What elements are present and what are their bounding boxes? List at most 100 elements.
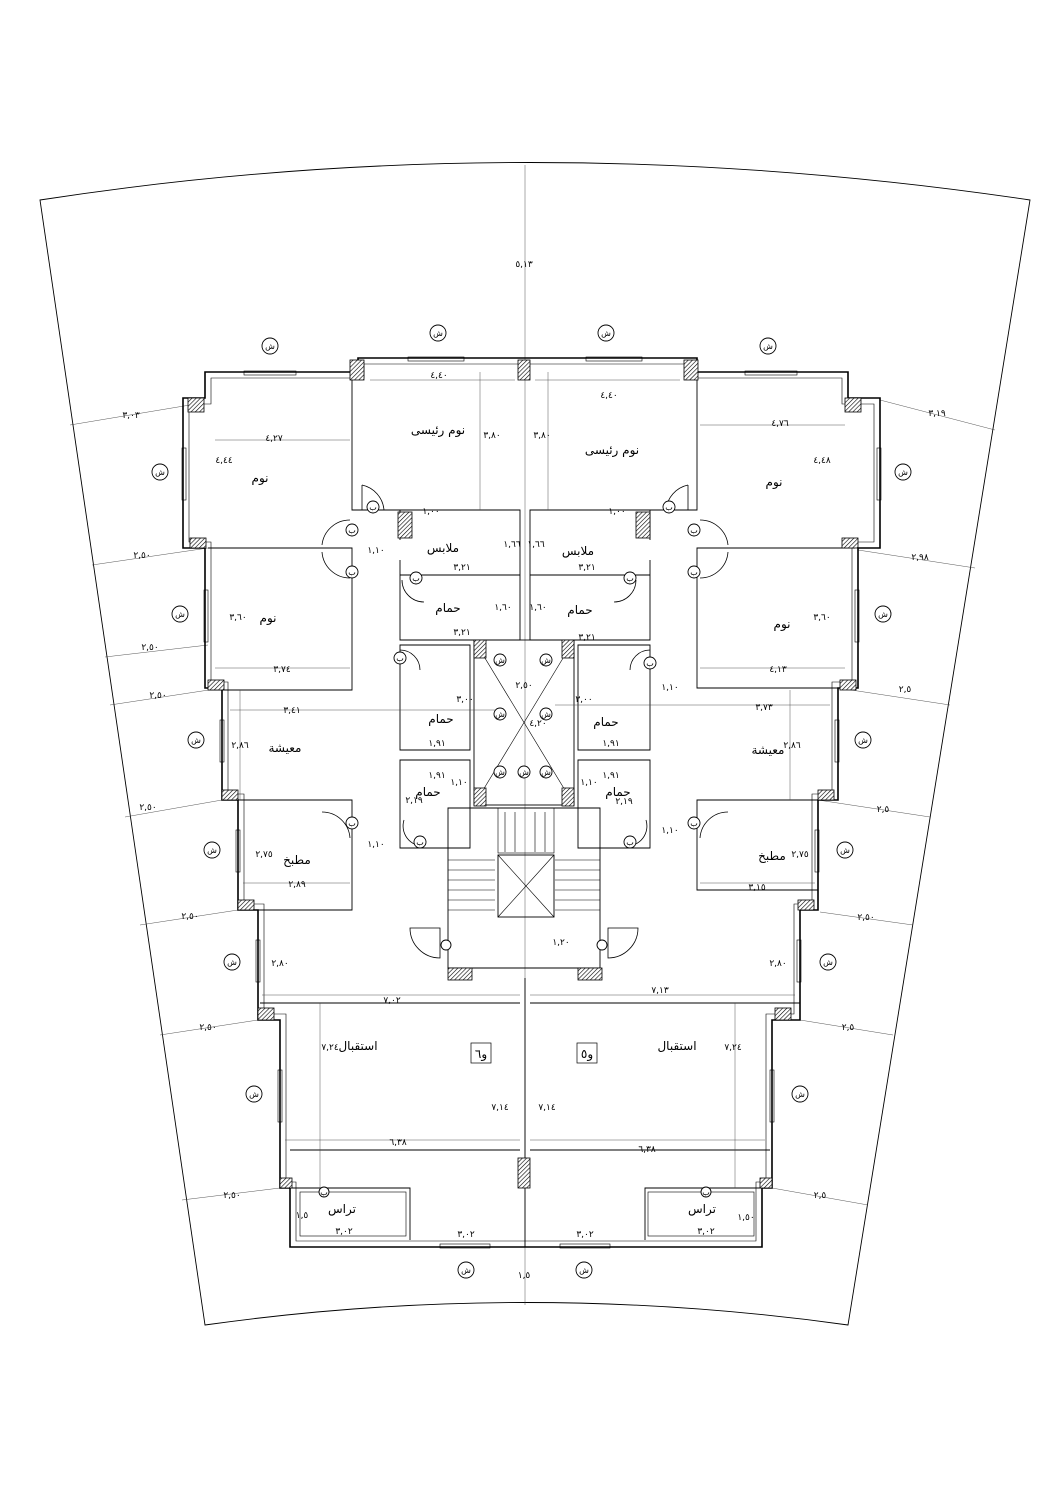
svg-text:٣,٢١: ٣,٢١ [453, 628, 470, 638]
svg-text:١,٩١: ١,٩١ [428, 771, 445, 781]
svg-text:ش: ش [495, 768, 505, 777]
svg-text:٣,٠٣: ٣,٠٣ [122, 411, 140, 421]
svg-text:٢,٥٠: ٢,٥٠ [141, 643, 158, 653]
doors [321, 484, 729, 959]
svg-text:٧,١٣: ٧,١٣ [651, 986, 669, 996]
svg-text:١,٩١: ١,٩١ [428, 739, 445, 749]
svg-text:ش: ش [840, 846, 850, 855]
svg-text:٢,٥٠: ٢,٥٠ [181, 912, 198, 922]
svg-text:٣,٢١: ٣,٢١ [453, 563, 470, 573]
svg-text:ب: ب [348, 526, 356, 535]
svg-text:ش: ش [795, 1090, 805, 1099]
interior-walls-right [529, 372, 855, 1240]
svg-text:٣,٦٠: ٣,٦٠ [229, 613, 246, 623]
svg-text:٢,٥٠: ٢,٥٠ [149, 691, 166, 701]
svg-text:٤,١٣: ٤,١٣ [769, 665, 787, 675]
svg-text:ب: ب [412, 574, 420, 583]
svg-text:ش: ش [541, 710, 551, 719]
svg-text:٢,١٩: ٢,١٩ [405, 796, 423, 806]
room-kitchen-right: مطبخ [758, 849, 786, 863]
svg-text:٣,٠٠: ٣,٠٠ [456, 695, 473, 705]
building-outline-right [525, 357, 881, 1248]
svg-text:٢,٧٥: ٢,٧٥ [791, 850, 809, 860]
door-tags [318, 500, 712, 1198]
svg-text:ش: ش [579, 1266, 589, 1275]
svg-text:ش: ش [823, 958, 833, 967]
svg-text:١,٥: ١,٥ [296, 1211, 309, 1221]
svg-text:ش: ش [519, 768, 529, 777]
svg-text:ب: ب [396, 654, 404, 663]
svg-text:٧,١٤: ٧,١٤ [538, 1103, 556, 1113]
room-bath3-left: حمام [415, 785, 440, 799]
building-outline-left [182, 357, 525, 1248]
svg-text:٣,٠٢: ٣,٠٢ [697, 1227, 715, 1237]
svg-text:٢,٧٥: ٢,٧٥ [255, 850, 273, 860]
svg-text:٣,٨٠: ٣,٨٠ [483, 431, 500, 441]
room-master-bed-right: نوم رئيسى [585, 443, 639, 458]
svg-text:ش: ش [191, 736, 201, 745]
light-shaft [473, 639, 575, 806]
svg-text:٤,٤٠: ٤,٤٠ [430, 371, 447, 381]
room-bed-mid-left: نوم [260, 611, 277, 626]
room-bath2-right: حمام [593, 715, 618, 729]
svg-text:١,٠٠: ١,٠٠ [608, 507, 625, 517]
unit-label-left: و٦ [475, 1047, 487, 1062]
room-bed-mid-right: نوم [774, 617, 791, 632]
windows [181, 356, 882, 1249]
svg-text:٣,٠٢: ٣,٠٢ [457, 1230, 475, 1240]
room-master-bed-left: نوم رئيسى [411, 423, 465, 438]
svg-text:ش: ش [601, 329, 611, 338]
svg-text:٣,٢١: ٣,٢١ [578, 633, 595, 643]
svg-text:ب: ب [690, 526, 698, 535]
unit-box-right [576, 1042, 598, 1064]
side-lines-right [771, 399, 996, 1206]
svg-text:٧,٢٤: ٧,٢٤ [321, 1043, 339, 1053]
svg-text:٣,٠٠: ٣,٠٠ [575, 695, 592, 705]
room-living-right: معيشة [752, 743, 785, 757]
svg-text:٢,٥٠: ٢,٥٠ [515, 681, 532, 691]
svg-text:ش: ش [763, 342, 773, 351]
window-tags [151, 324, 912, 1279]
svg-text:٣,٠٢: ٣,٠٢ [335, 1227, 353, 1237]
svg-text:ب: ب [690, 568, 698, 577]
svg-text:٤,٤٨: ٤,٤٨ [813, 456, 831, 466]
room-bed-top-left: نوم [252, 471, 269, 486]
room-bath1-left: حمام [435, 601, 460, 615]
svg-text:ش: ش [265, 342, 275, 351]
svg-text:٣,٠٢: ٣,٠٢ [576, 1230, 594, 1240]
svg-text:ش: ش [249, 1090, 259, 1099]
svg-text:١,١٠: ١,١٠ [661, 826, 678, 836]
svg-text:١,١٠: ١,١٠ [580, 778, 597, 788]
dimension-labels: ٥,١٣ ١,٥ ٤,٤٠ ٤,٤٠ ٣,٨٠ ٣,٨٠ ٤,٢٧ ٤,٤٤ ٤… [122, 260, 946, 1281]
room-terrace-right: تراس [688, 1202, 716, 1217]
svg-text:٢,١٩: ٢,١٩ [615, 797, 633, 807]
svg-text:ش: ش [495, 656, 505, 665]
svg-text:٢,٥: ٢,٥ [814, 1191, 827, 1201]
svg-text:٥,١٣: ٥,١٣ [515, 260, 533, 270]
room-bath3-right: حمام [605, 785, 630, 799]
svg-text:ب: ب [320, 1188, 328, 1197]
svg-text:٧,١٤: ٧,١٤ [491, 1103, 509, 1113]
svg-text:٧,٠٢: ٧,٠٢ [383, 996, 401, 1006]
svg-text:٦,٣٨: ٦,٣٨ [638, 1145, 656, 1155]
svg-text:ش: ش [433, 329, 443, 338]
room-bath2-left: حمام [428, 712, 453, 726]
svg-text:١,٩١: ١,٩١ [602, 771, 619, 781]
svg-text:١,٠٠: ١,٠٠ [422, 507, 439, 517]
svg-text:١,١٠: ١,١٠ [367, 840, 384, 850]
svg-text:٤,٢٧: ٤,٢٧ [265, 434, 283, 444]
svg-text:ب: ب [626, 838, 634, 847]
svg-text:١,٦٠: ١,٦٠ [529, 603, 546, 613]
staircase [448, 807, 600, 911]
columns [187, 359, 862, 1189]
dimension-lines [215, 372, 845, 1188]
svg-text:ش: ش [227, 958, 237, 967]
svg-text:ب: ب [626, 574, 634, 583]
svg-text:٢,٥٠: ٢,٥٠ [857, 913, 874, 923]
svg-text:٢,٥٠: ٢,٥٠ [133, 551, 150, 561]
svg-text:ب: ب [348, 819, 356, 828]
svg-text:٣,٤١: ٣,٤١ [283, 706, 300, 716]
site-boundary [39, 162, 1031, 1326]
building-outline-left-inner [188, 363, 525, 1242]
